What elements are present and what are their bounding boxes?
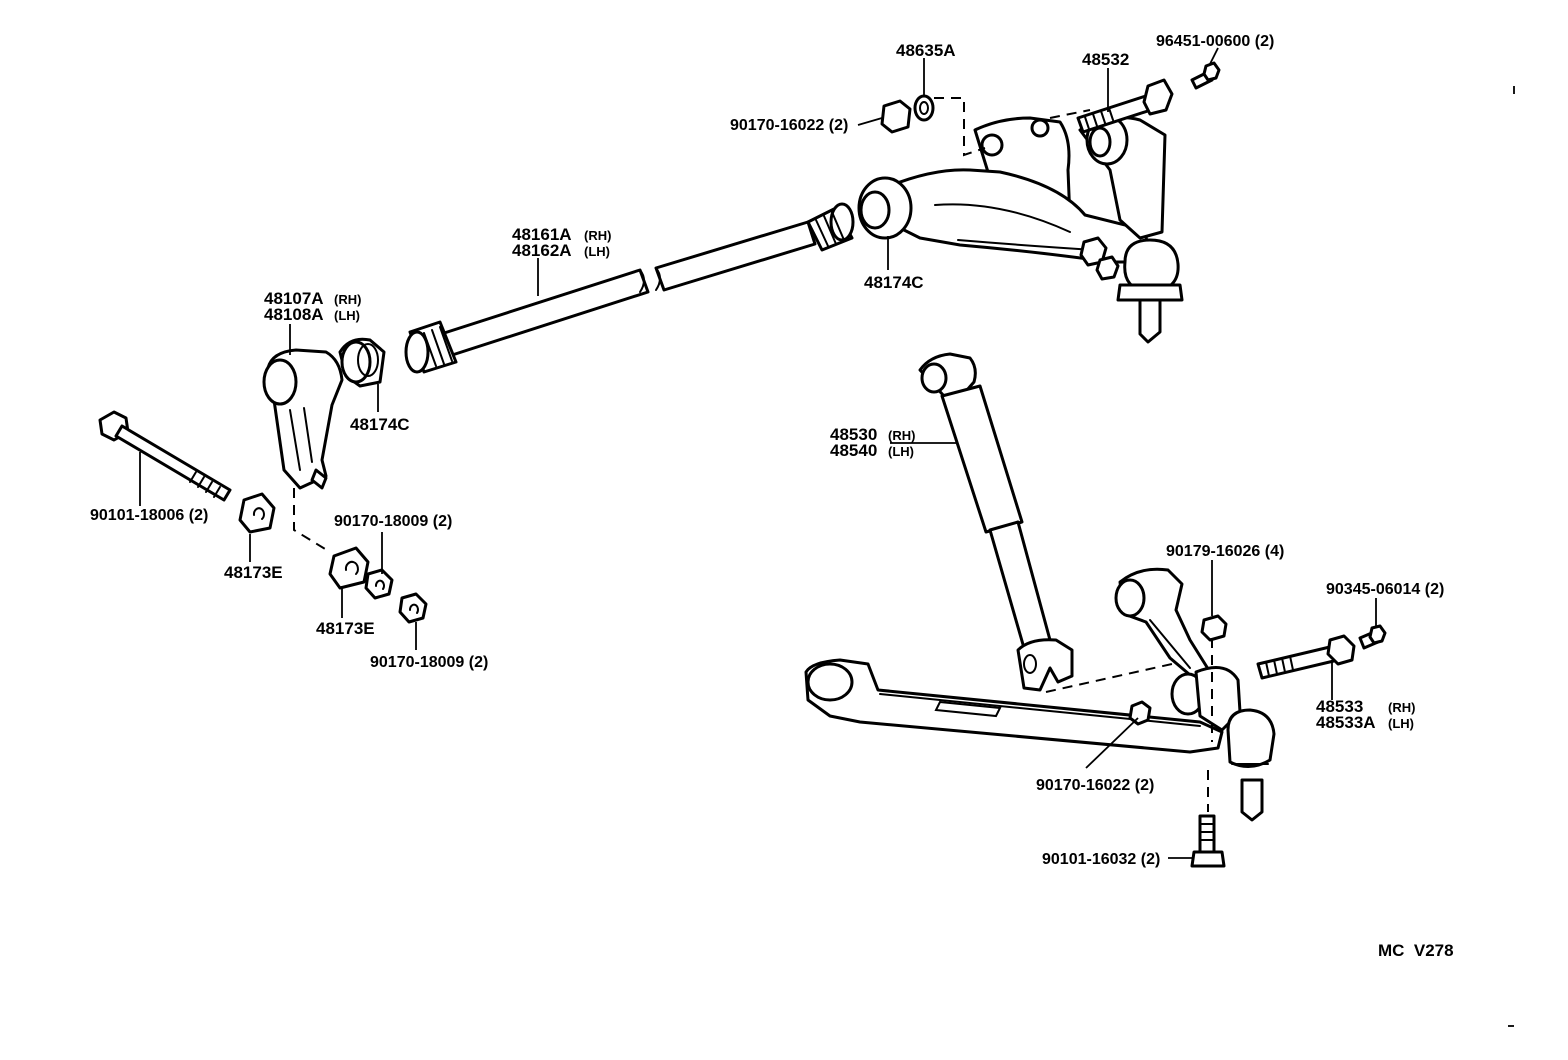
label-48530: 48530: [830, 425, 877, 444]
label-48533a: 48533A: [1316, 713, 1376, 732]
label-90170-18009-a: 90170-18009 (2): [334, 513, 452, 530]
label-90345-06014: 90345-06014 (2): [1326, 581, 1444, 598]
scan-marks: [1508, 86, 1515, 1027]
label-48161a-side: (RH): [584, 228, 611, 243]
leader-lines: [139, 47, 1377, 859]
long-bolt: [98, 410, 232, 502]
lower-arm-assembly: [804, 567, 1387, 868]
callout-labels: 48635A 48532 96451-00600 (2) 90170-16022…: [90, 33, 1454, 960]
label-48162a: 48162A: [512, 241, 572, 260]
label-48108a-side: (LH): [334, 308, 360, 323]
label-48173e-left: 48173E: [224, 563, 283, 582]
label-48107a: 48107A: [264, 289, 324, 308]
torsion-bar: [404, 202, 855, 374]
label-48108a: 48108A: [264, 305, 324, 324]
label-48530-side: (RH): [888, 428, 915, 443]
shock-absorber: [918, 352, 1191, 693]
upper-arm-assembly: [857, 61, 1221, 344]
label-90170-16022-top: 90170-16022 (2): [730, 117, 848, 134]
label-48532: 48532: [1082, 50, 1129, 69]
label-48540-side: (LH): [888, 444, 914, 459]
label-90170-18009-b: 90170-18009 (2): [370, 654, 488, 671]
label-48533a-side: (LH): [1388, 716, 1414, 731]
torsion-bar-anchor-arm: [262, 337, 386, 490]
label-96451-00600: 96451-00600 (2): [1156, 33, 1274, 50]
label-48174c-top: 48174C: [864, 273, 924, 292]
label-48173e-mid: 48173E: [316, 619, 375, 638]
label-90101-18006: 90101-18006 (2): [90, 507, 208, 524]
label-48635a: 48635A: [896, 41, 956, 60]
illustration-code: MC V278: [1378, 941, 1454, 960]
label-48533-side: (RH): [1388, 700, 1415, 715]
label-48107a-side: (RH): [334, 292, 361, 307]
label-90170-16022-bottom: 90170-16022 (2): [1036, 777, 1154, 794]
label-48162a-side: (LH): [584, 244, 610, 259]
label-48161a: 48161A: [512, 225, 572, 244]
label-48174c-left: 48174C: [350, 415, 410, 434]
label-48540: 48540: [830, 441, 877, 460]
adjuster-hardware: [238, 488, 428, 624]
label-90101-16032: 90101-16032 (2): [1042, 851, 1160, 868]
label-90179-16026: 90179-16026 (4): [1166, 543, 1284, 560]
label-48533: 48533: [1316, 697, 1363, 716]
